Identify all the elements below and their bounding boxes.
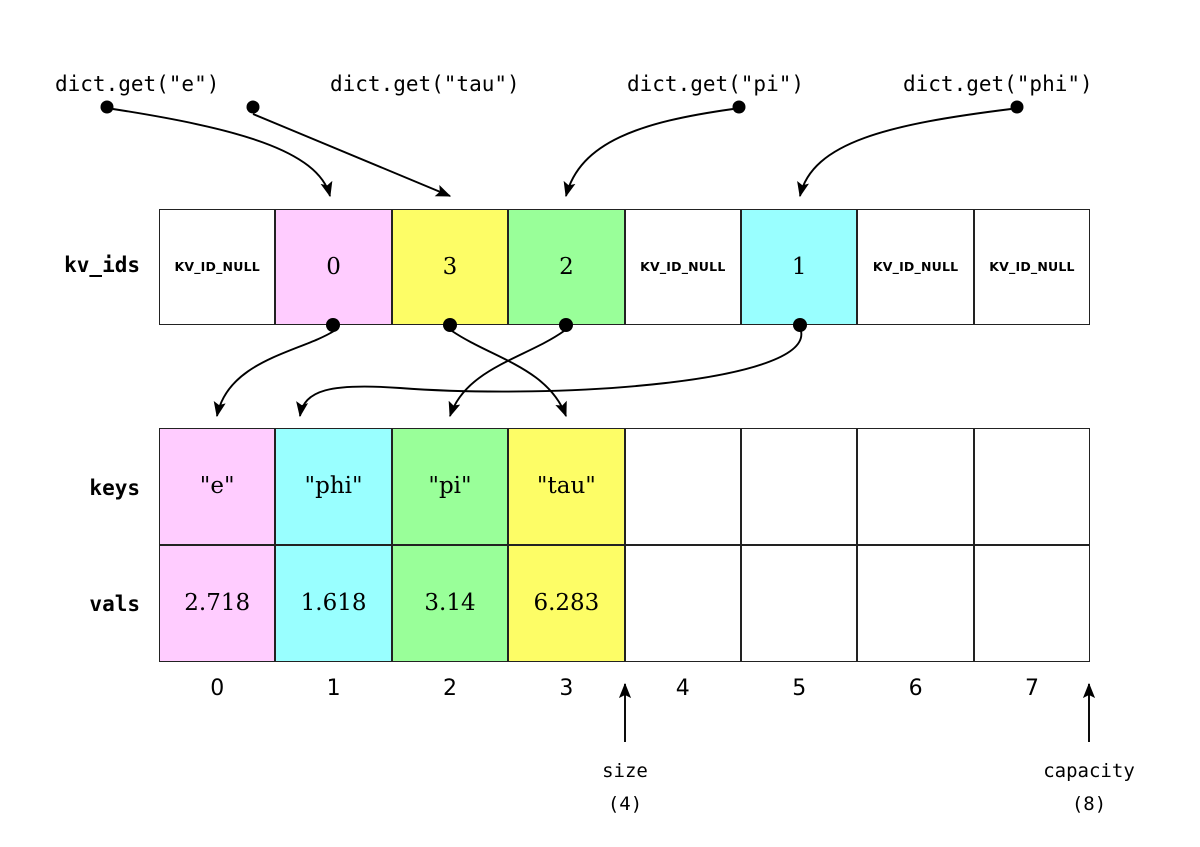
- cell-text: "pi": [428, 473, 472, 499]
- size-marker-value: (4): [607, 793, 643, 815]
- cell-kv_ids-6: KV_ID_NULL: [857, 209, 974, 325]
- cell-kv_ids-5: 1: [741, 209, 858, 325]
- cell-keys-1: "phi": [275, 428, 392, 545]
- call-label-e: dict.get("e"): [55, 72, 220, 96]
- cell-text: "e": [199, 473, 235, 499]
- cell-vals-1: 1.618: [275, 545, 392, 662]
- cell-keys-2: "pi": [391, 428, 509, 545]
- cell-vals-7: [973, 545, 1091, 662]
- cell-text: "phi": [304, 473, 363, 499]
- cell-text: 2.718: [184, 590, 251, 616]
- cell-text: 1.618: [300, 590, 367, 616]
- call-label-pi: dict.get("pi"): [627, 72, 805, 96]
- index-label-6: 6: [908, 676, 923, 701]
- capacity-marker-value: (8): [1071, 793, 1107, 815]
- call-label-tau: dict.get("tau"): [330, 72, 520, 96]
- index-label-4: 4: [675, 676, 690, 701]
- cell-vals-2: 3.14: [391, 545, 509, 662]
- call-dot-tau: [246, 100, 260, 114]
- cell-text: "tau": [536, 473, 596, 499]
- cell-text: KV_ID_NULL: [872, 258, 959, 274]
- call-dot-phi: [1010, 100, 1024, 114]
- call-dot-pi: [732, 100, 746, 114]
- arrow-call-phi-to-slot5: [797, 108, 1012, 198]
- call-dot-e: [100, 100, 114, 114]
- cell-kv_ids-2: 3: [391, 209, 509, 325]
- call-label-phi: dict.get("phi"): [903, 72, 1093, 96]
- capacity-marker-name: capacity: [1043, 760, 1135, 782]
- row-label-keys: keys: [89, 476, 140, 500]
- size-marker-name: size: [602, 760, 648, 782]
- cell-text: KV_ID_NULL: [989, 258, 1075, 274]
- cell-kv_ids-1: 0: [275, 209, 392, 325]
- cell-vals-3: 6.283: [508, 545, 625, 662]
- cell-kv_ids-3: 2: [508, 209, 625, 325]
- cell-keys-5: [741, 428, 858, 545]
- arrow-slot5-to-keys1: [296, 330, 802, 418]
- cell-keys-7: [973, 428, 1091, 545]
- cell-keys-6: [857, 428, 974, 545]
- arrow-call-e-to-slot1: [112, 108, 333, 198]
- cell-text: 0: [326, 253, 341, 280]
- cell-keys-0: "e": [159, 428, 276, 545]
- index-label-5: 5: [792, 676, 807, 701]
- cell-text: 3.14: [424, 590, 476, 616]
- index-label-1: 1: [326, 676, 341, 701]
- cell-kv_ids-7: KV_ID_NULL: [973, 209, 1091, 325]
- cell-text: 3: [442, 253, 458, 280]
- arrow-call-tau-to-slot2: [252, 113, 452, 197]
- arrow-slot1-to-keys0: [213, 330, 335, 418]
- row-label-vals: vals: [89, 592, 140, 616]
- index-label-3: 3: [559, 676, 574, 701]
- index-label-0: 0: [210, 676, 225, 701]
- arrow-call-pi-to-slot3: [563, 108, 734, 198]
- cell-vals-5: [741, 545, 858, 662]
- row-label-kv-ids: kv_ids: [64, 253, 140, 277]
- cell-kv_ids-4: KV_ID_NULL: [624, 209, 741, 325]
- cell-vals-4: [624, 545, 741, 662]
- cell-kv_ids-0: KV_ID_NULL: [159, 209, 276, 325]
- cell-keys-3: "tau": [508, 428, 625, 545]
- cell-text: 1: [791, 253, 807, 280]
- cell-vals-0: 2.718: [159, 545, 276, 662]
- cell-keys-4: [624, 428, 741, 545]
- cell-text: KV_ID_NULL: [174, 258, 260, 274]
- cell-text: 2: [559, 253, 574, 280]
- cell-vals-6: [857, 545, 974, 662]
- arrow-slot2-to-keys3: [451, 330, 567, 418]
- index-label-2: 2: [443, 676, 457, 701]
- cell-text: 6.283: [533, 590, 600, 616]
- cell-text: KV_ID_NULL: [640, 258, 726, 274]
- index-label-7: 7: [1025, 676, 1039, 701]
- arrow-slot3-to-keys2: [448, 330, 565, 418]
